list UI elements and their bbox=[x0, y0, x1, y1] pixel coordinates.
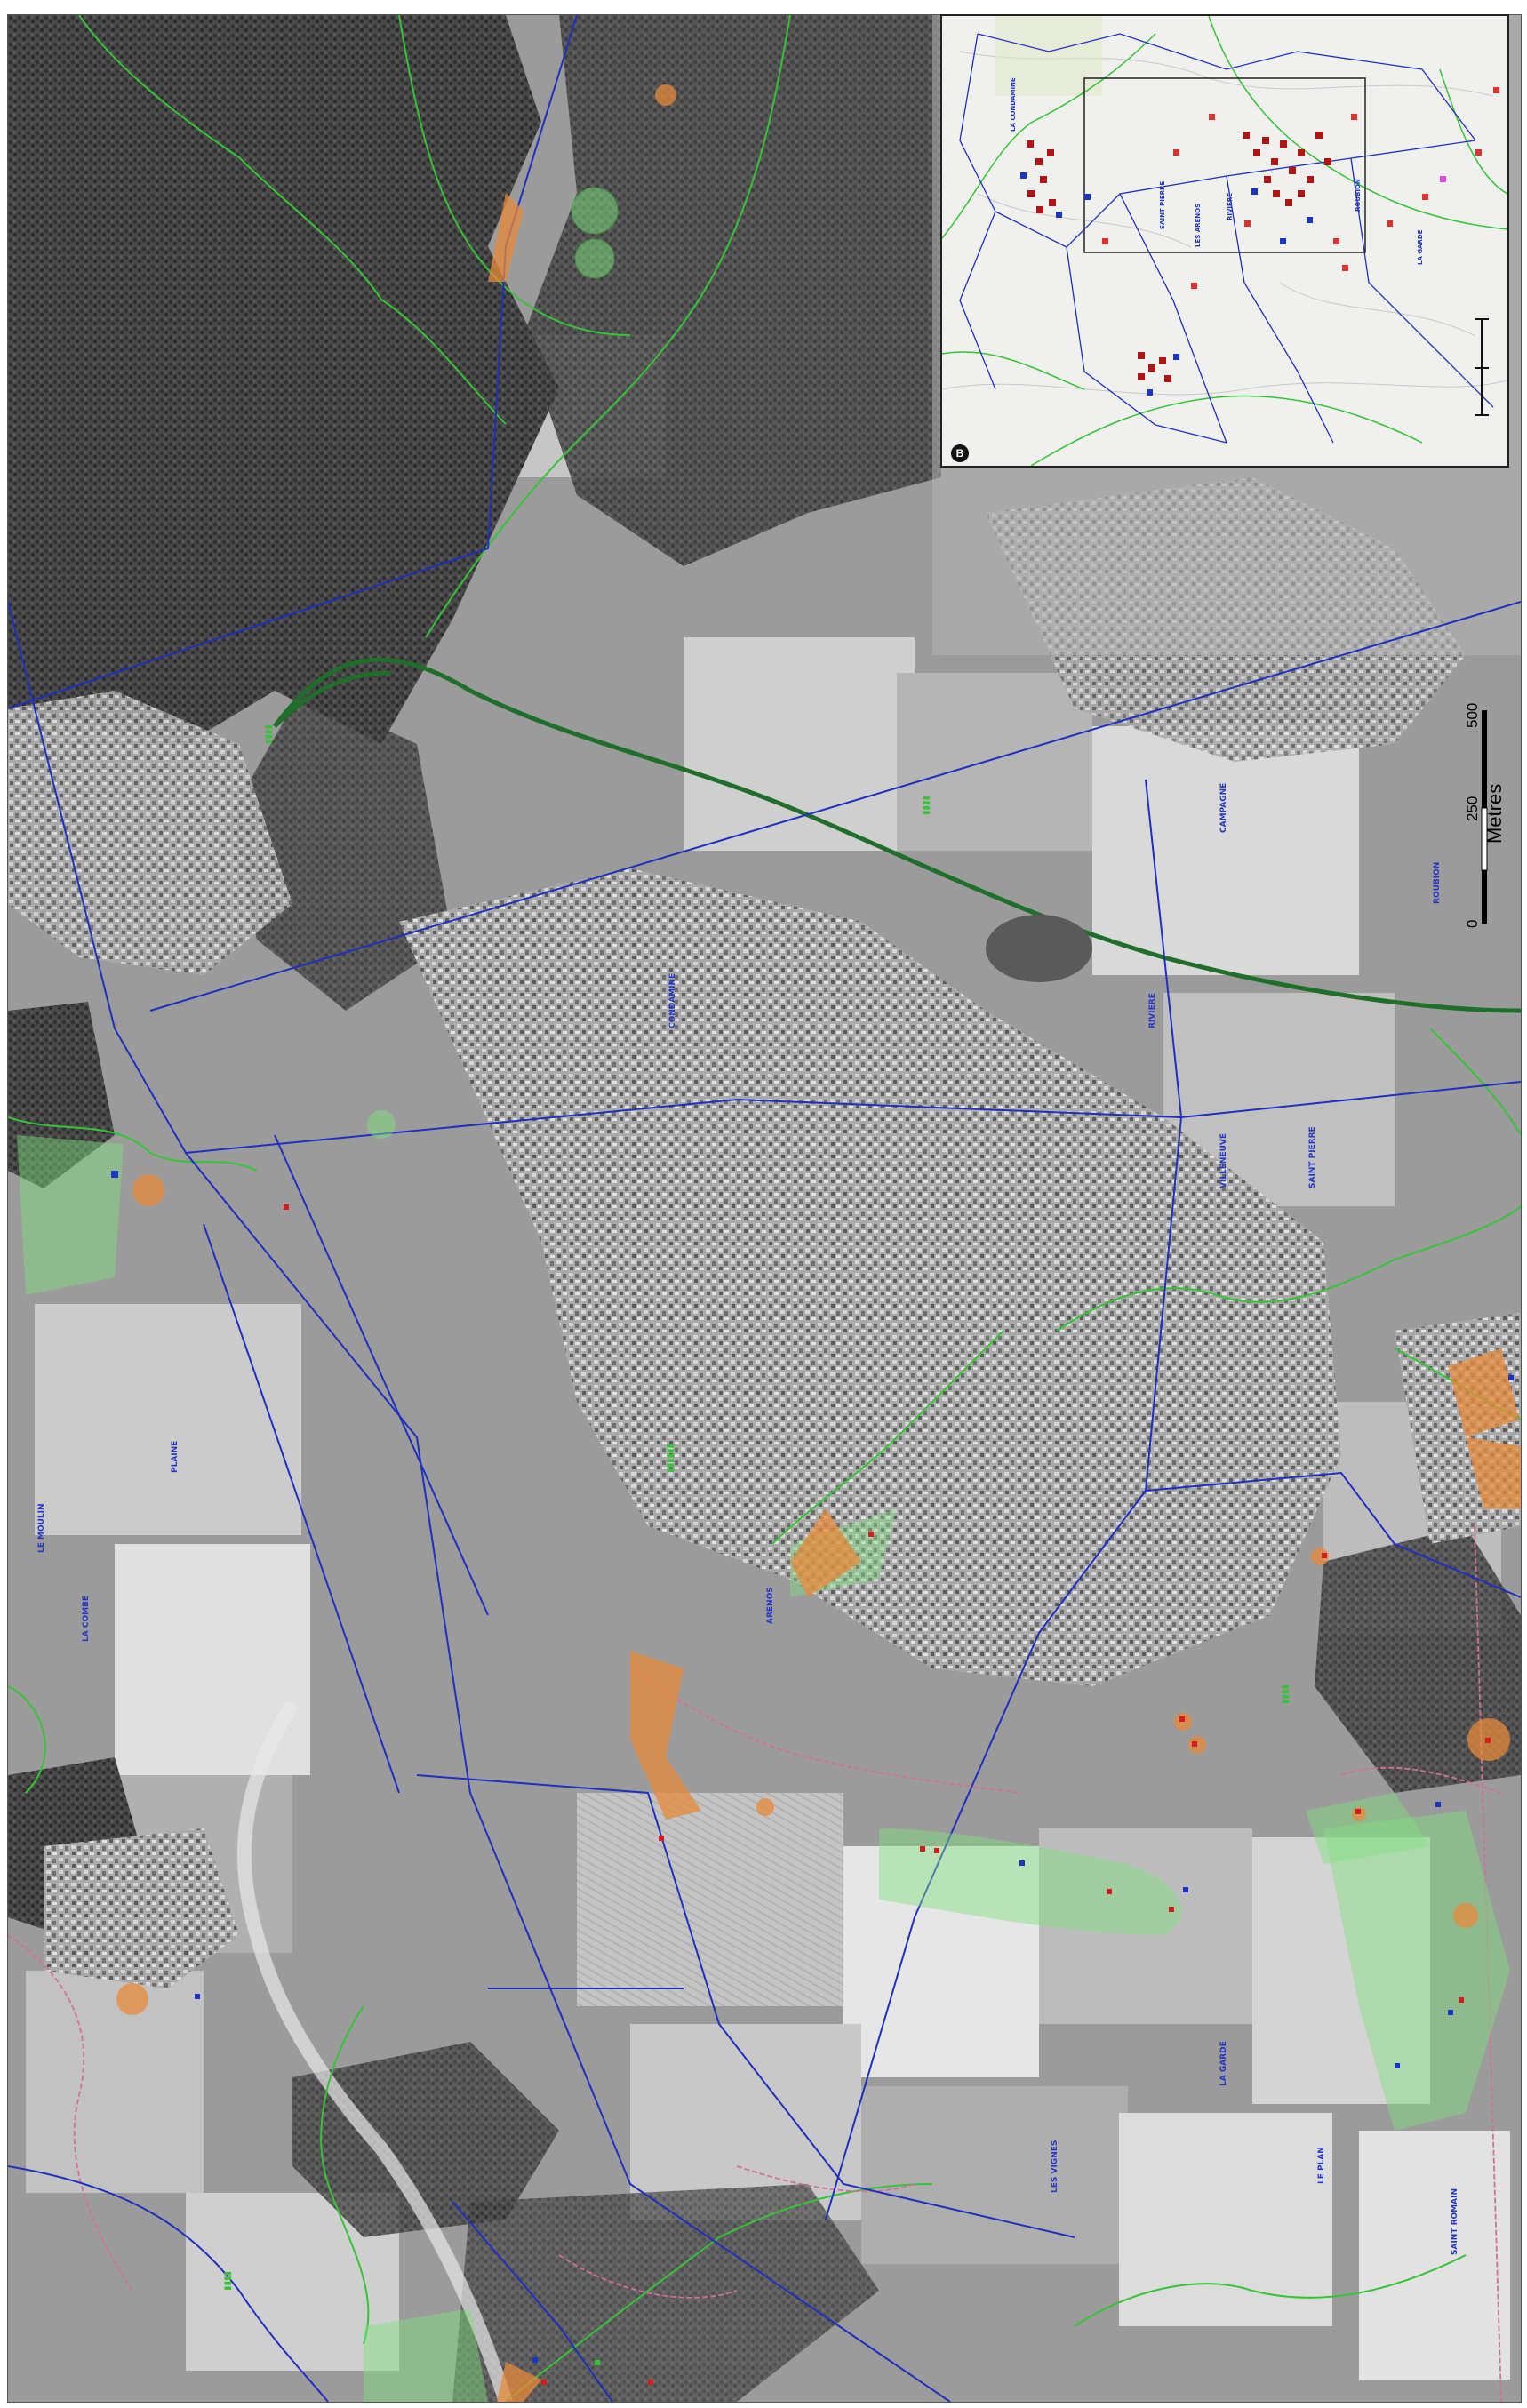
inset-map[interactable]: LA CONDAMINE SAINT PIERRE LES ARENOS RIV… bbox=[940, 14, 1509, 468]
scale-tick-500: 500 bbox=[1464, 702, 1481, 728]
svg-text:▮▮▮▮: ▮▮▮▮ bbox=[223, 2271, 233, 2291]
inset-canvas: LA CONDAMINE SAINT PIERRE LES ARENOS RIV… bbox=[942, 16, 1507, 466]
inset-label-4: ROUBION bbox=[1355, 179, 1362, 212]
zone-label-1: PLAINE bbox=[171, 1441, 180, 1473]
scale-bar: 0 250 500 Metres bbox=[1464, 701, 1508, 932]
inset-label-0: LA CONDAMINE bbox=[1010, 77, 1017, 132]
zone-boundaries bbox=[8, 15, 1521, 2402]
zone-label-12: LE PLAN bbox=[1317, 2147, 1326, 2184]
lake bbox=[986, 915, 1092, 982]
zone-label-9: SAINT PIERRE bbox=[1308, 1126, 1317, 1188]
green-labels: ▮▮▮▮ ▮▮▮▮ ▮▮▮▮▮▮ ▮▮▮▮ ▮▮▮▮ bbox=[223, 724, 1291, 2291]
svg-text:▮▮▮▮: ▮▮▮▮ bbox=[1281, 1684, 1291, 1704]
inset-scale-bar bbox=[1470, 318, 1497, 425]
inset-letter-badge: B bbox=[951, 444, 969, 462]
zone-label-11: LA GARDE bbox=[1219, 2041, 1228, 2086]
zone-label-13: SAINT ROMAIN bbox=[1451, 2188, 1459, 2255]
zone-label-0: CONDAMINE bbox=[668, 973, 677, 1028]
hazard-zones bbox=[116, 84, 1521, 2402]
zone-label-5: ROUBION bbox=[1433, 862, 1442, 904]
svg-text:▮▮▮▮: ▮▮▮▮ bbox=[922, 796, 931, 815]
zone-label-8: VILLENEUVE bbox=[1219, 1133, 1228, 1188]
buffer-zones bbox=[17, 187, 1510, 2402]
red-sites bbox=[111, 1171, 1514, 2385]
inset-labels: LA CONDAMINE SAINT PIERRE LES ARENOS RIV… bbox=[1010, 77, 1424, 265]
pink-paths bbox=[8, 1525, 1502, 2402]
map-canvas: ▮▮▮▮ ▮▮▮▮ ▮▮▮▮▮▮ ▮▮▮▮ ▮▮▮▮ CONDAMINE PLA… bbox=[8, 15, 1521, 2402]
scale-bar-graphic bbox=[1481, 710, 1488, 924]
scale-tick-0: 0 bbox=[1464, 919, 1481, 928]
inset-label-5: LA GARDE bbox=[1417, 229, 1424, 265]
scale-unit: Metres bbox=[1483, 783, 1506, 844]
forest-layer bbox=[8, 15, 1521, 2402]
zone-label-4: CAMPAGNE bbox=[1219, 783, 1228, 833]
inset-site-clusters bbox=[1020, 87, 1499, 396]
inset-label-1: SAINT PIERRE bbox=[1159, 181, 1166, 229]
zone-label-7: LA COMBE bbox=[82, 1596, 91, 1642]
zone-label-2: ARENOS bbox=[766, 1587, 775, 1624]
zone-label-6: LE MOULIN bbox=[37, 1503, 46, 1553]
zone-label-3: RIVIERE bbox=[1148, 993, 1157, 1028]
inset-extent-box bbox=[1083, 77, 1366, 253]
contour-lines bbox=[8, 15, 1521, 2402]
scale-tick-250: 250 bbox=[1464, 796, 1481, 821]
svg-text:▮▮▮▮: ▮▮▮▮ bbox=[264, 724, 274, 744]
svg-text:▮▮▮▮▮▮: ▮▮▮▮▮▮ bbox=[666, 1444, 676, 1473]
zone-name-labels: CONDAMINE PLAINE ARENOS RIVIERE CAMPAGNE… bbox=[37, 783, 1459, 2255]
zone-label-10: LES VIGNES bbox=[1051, 2140, 1059, 2193]
inset-label-3: RIVIERE bbox=[1227, 193, 1234, 220]
inset-label-2: LES ARENOS bbox=[1195, 204, 1202, 247]
river bbox=[236, 657, 1521, 2402]
